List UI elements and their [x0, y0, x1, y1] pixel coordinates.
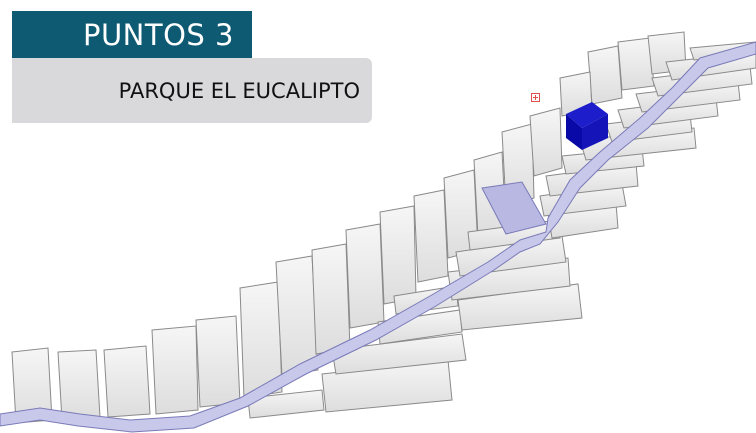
walkway-path	[0, 41, 756, 433]
plaza-area	[481, 181, 547, 235]
subtitle-box: PARQUE EL EUCALIPTO	[12, 58, 372, 123]
upper-left-blocks	[11, 31, 687, 424]
page-title: PUNTOS 3	[82, 17, 234, 52]
expand-marker-icon[interactable]	[531, 93, 540, 102]
page-subtitle: PARQUE EL EUCALIPTO	[118, 78, 360, 103]
highlighted-point-block[interactable]	[566, 102, 608, 150]
title-tab: PUNTOS 3	[12, 11, 252, 58]
